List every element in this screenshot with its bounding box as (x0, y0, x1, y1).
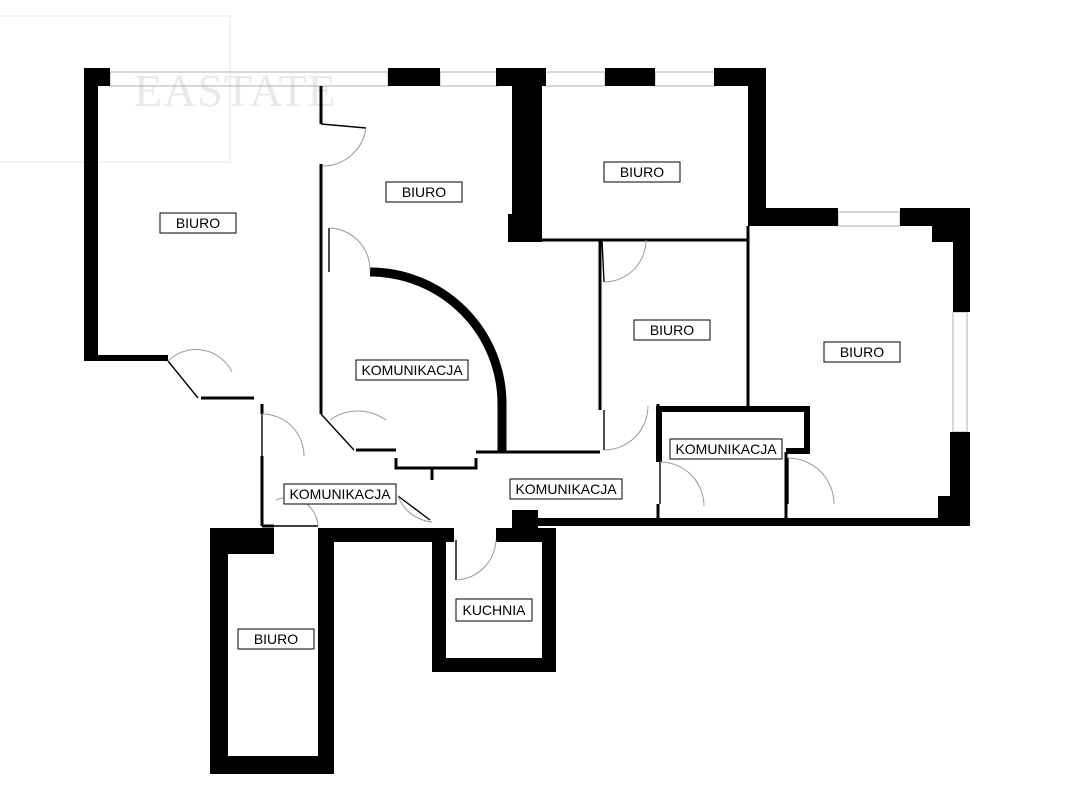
wall-kitchen-bottom (432, 658, 556, 672)
wall-komunikacja3-left (656, 406, 662, 462)
walls (84, 68, 970, 774)
wall-bl-left (210, 536, 228, 774)
door-biuro4[interactable] (601, 239, 647, 283)
room-biuro-5: BIURO (823, 341, 901, 363)
watermark: EASTATE (0, 15, 337, 163)
partition-niche-sides (356, 448, 508, 454)
door-corridor-center[interactable] (320, 410, 387, 451)
room-komunikacja-4: KOMUNIKACJA (669, 438, 783, 460)
room-biuro-6: BIURO (237, 628, 315, 650)
door-komunikacja-2[interactable] (603, 405, 649, 451)
wall-bottom-pier (512, 510, 538, 532)
wall-kitchen-right (542, 528, 556, 672)
wall-bl-bottom (210, 756, 334, 774)
wall-top-pier-3 (605, 68, 655, 86)
wall-komunikacja3-right (804, 406, 810, 454)
room-label: KOMUNIKACJA (361, 362, 463, 378)
doors (167, 123, 835, 581)
room-label: BIURO (254, 631, 298, 647)
room-biuro-1: BIURO (159, 212, 237, 234)
room-komunikacja-1: KOMUNIKACJA (355, 359, 469, 381)
room-kuchnia: KUCHNIA (455, 598, 533, 622)
room-label: BIURO (650, 322, 694, 338)
window-right-side (952, 311, 968, 433)
room-label: KOMUNIKACJA (675, 441, 777, 457)
wall-kitchen-top-right (496, 528, 556, 542)
wall-bottom-right (536, 518, 970, 526)
wall-bl-top-left (210, 528, 274, 554)
wall-bl-right (318, 528, 334, 774)
wall-bl-top-right (318, 528, 434, 542)
room-label: KOMUNIKACJA (289, 486, 391, 502)
door-niche[interactable] (397, 495, 433, 523)
room-biuro-3: BIURO (603, 161, 681, 183)
room-komunikacja-2: KOMUNIKACJA (283, 483, 397, 505)
door-komunikacja-left[interactable] (328, 227, 371, 272)
room-biuro-4: BIURO (633, 319, 711, 341)
partitions (201, 86, 810, 528)
room-biuro-2: BIURO (385, 181, 463, 203)
door-corridor-left[interactable] (261, 413, 305, 457)
watermark-text: EASTATE (134, 65, 337, 116)
door-komunikacja-3[interactable] (659, 461, 705, 507)
room-labels: BIURO BIURO BIURO BIURO BIURO BIURO KOMU… (159, 161, 901, 650)
wall-column-notch (512, 86, 526, 100)
wall-right-upper (748, 68, 766, 224)
room-label: BIURO (620, 164, 664, 180)
window-top-right-b (654, 71, 716, 87)
wall-right-step (748, 208, 838, 226)
wall-komunikacja3-bottom (786, 448, 810, 454)
room-label: KUCHNIA (462, 602, 526, 618)
wall-komunikacja3-top (658, 406, 810, 412)
window-right-top (837, 211, 901, 227)
door-kitchen[interactable] (455, 539, 497, 581)
wall-kitchen-left (432, 528, 446, 672)
wall-left (84, 68, 98, 360)
door-biuro5[interactable] (787, 457, 835, 505)
room-label: KOMUNIKACJA (515, 481, 617, 497)
room-komunikacja-3: KOMUNIKACJA (509, 478, 623, 500)
wall-column-base (508, 214, 542, 242)
window-top-right-a (544, 71, 606, 87)
door-biuro2-top[interactable] (320, 123, 367, 167)
wall-top-pier-1 (388, 68, 440, 86)
door-biuro1[interactable] (167, 349, 233, 399)
wall-right-side-upper (953, 208, 970, 312)
partition-niche (394, 458, 478, 470)
wall-left-bottom (84, 355, 168, 361)
room-label: BIURO (402, 184, 446, 200)
room-label: BIURO (840, 344, 884, 360)
curved-wall (369, 267, 507, 452)
room-label: BIURO (176, 215, 220, 231)
watermark-frame (0, 15, 231, 163)
window-top-mid (439, 71, 499, 87)
